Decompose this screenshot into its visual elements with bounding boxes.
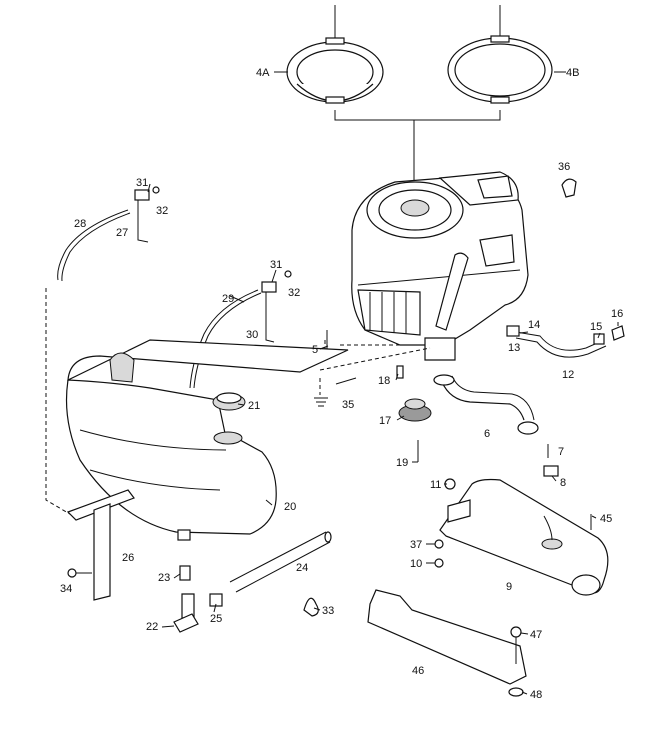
label-27: 27 <box>116 227 128 239</box>
cable-28 <box>57 209 131 282</box>
label-8: 8 <box>560 477 566 489</box>
part-labels: 4A 4B 36 31 32 28 27 31 32 29 30 5 14 13… <box>60 67 623 701</box>
label-36: 36 <box>558 161 570 173</box>
label-34: 34 <box>60 583 72 595</box>
label-12: 12 <box>562 369 574 381</box>
label-14: 14 <box>528 319 540 331</box>
label-29: 29 <box>222 293 234 305</box>
label-31a: 31 <box>136 177 148 189</box>
label-19: 19 <box>396 457 408 469</box>
label-32a: 32 <box>156 205 168 217</box>
bracket-30-31-32 <box>261 270 292 343</box>
exhaust-pipe-6 <box>433 374 539 435</box>
label-20: 20 <box>284 501 296 513</box>
label-7: 7 <box>558 446 564 458</box>
label-47: 47 <box>530 629 542 641</box>
label-35: 35 <box>342 399 354 411</box>
label-37: 37 <box>410 539 422 551</box>
label-6: 6 <box>484 428 490 440</box>
label-28: 28 <box>74 218 86 230</box>
heat-shield-46 <box>367 589 527 697</box>
leader-lines <box>147 71 619 695</box>
label-25: 25 <box>210 613 222 625</box>
ring-4a <box>286 5 384 104</box>
label-4a: 4A <box>256 67 270 79</box>
label-30: 30 <box>246 329 258 341</box>
label-16: 16 <box>611 308 623 320</box>
label-33: 33 <box>322 605 334 617</box>
label-48: 48 <box>530 689 542 701</box>
label-26: 26 <box>122 552 134 564</box>
label-45: 45 <box>600 513 612 525</box>
label-46: 46 <box>412 665 424 677</box>
label-4b: 4B <box>566 67 579 79</box>
label-10: 10 <box>410 558 422 570</box>
bracket-26 <box>66 489 135 601</box>
label-17: 17 <box>379 415 391 427</box>
label-24: 24 <box>296 562 308 574</box>
label-15: 15 <box>590 321 602 333</box>
fuel-cap-21 <box>212 392 246 411</box>
label-11: 11 <box>430 479 441 491</box>
cap-17 <box>398 398 432 462</box>
ring-4b <box>447 5 553 104</box>
label-32b: 32 <box>288 287 300 299</box>
fuel-hose-24 <box>229 531 332 593</box>
label-5: 5 <box>312 344 318 356</box>
clip-36 <box>561 178 577 198</box>
engine <box>351 171 529 361</box>
label-31b: 31 <box>270 259 282 271</box>
bracket-27-31-32 <box>134 186 160 243</box>
screw-34 <box>67 568 92 578</box>
fuel-line-12 <box>506 325 625 358</box>
muffler-9 <box>439 478 609 596</box>
clamp-33 <box>303 597 319 617</box>
label-18: 18 <box>378 375 390 387</box>
label-9: 9 <box>506 581 512 593</box>
label-21: 21 <box>248 400 260 412</box>
label-13: 13 <box>508 342 520 354</box>
label-22: 22 <box>146 621 158 633</box>
label-23: 23 <box>158 572 170 584</box>
